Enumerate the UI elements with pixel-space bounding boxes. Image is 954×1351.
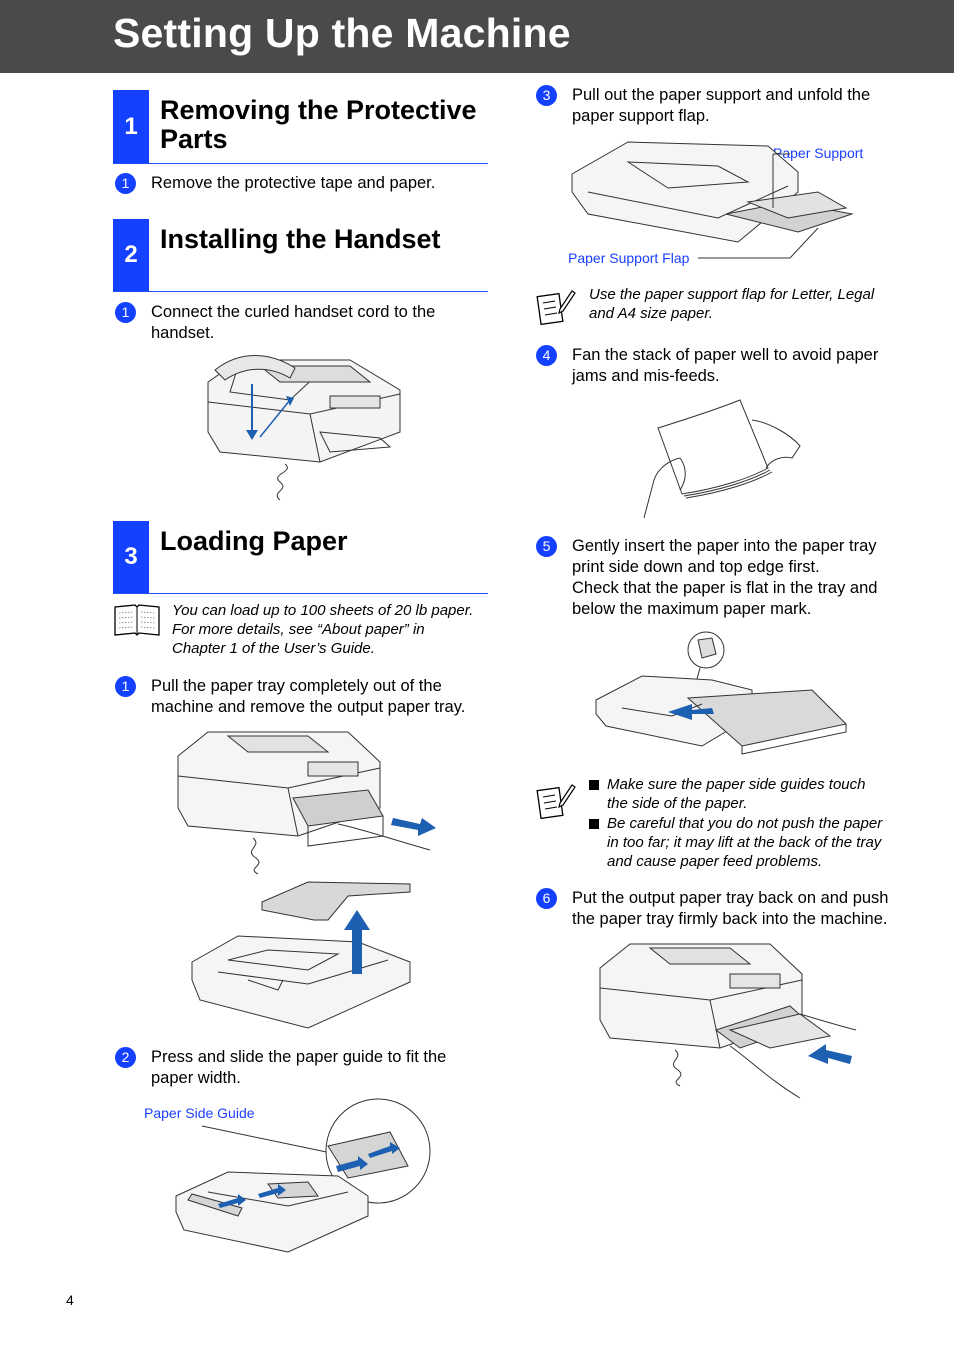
step-number-badge: 1: [115, 302, 136, 323]
memo-pencil-icon: [536, 784, 576, 820]
step-text-line: handset.: [151, 324, 215, 342]
step-text-line: paper width.: [151, 1069, 241, 1087]
handset-illustration: [200, 352, 410, 502]
step-3-2: 2 Press and slide the paper guide to fit…: [115, 1047, 505, 1091]
step-number-badge: 5: [536, 536, 557, 557]
section-number-badge: 1: [113, 90, 149, 163]
bullet-square-icon: [589, 780, 599, 790]
step-text-line: Gently insert the paper into the paper t…: [572, 537, 877, 555]
section-title-line: Parts: [160, 124, 228, 154]
step-text-line: Press and slide the paper guide to fit t…: [151, 1048, 447, 1066]
page-title: Setting Up the Machine: [113, 10, 571, 56]
step-text: Press and slide the paper guide to fit t…: [151, 1047, 446, 1089]
memo-pencil-icon: [536, 290, 576, 326]
note-text: You can load up to 100 sheets of 20 lb p…: [172, 601, 473, 658]
step-3-1: 1 Pull the paper tray completely out of …: [115, 676, 505, 720]
step-text-line: Put the output paper tray back on and pu…: [572, 889, 889, 907]
note-text-line: Be careful that you do not push the pape…: [607, 815, 883, 832]
title-bar: Setting Up the Machine: [0, 0, 954, 73]
section-title: Removing the Protective Parts: [160, 96, 484, 154]
note-text-line: and A4 size paper.: [589, 305, 713, 322]
page-number: 4: [66, 1292, 74, 1308]
push-tray-illustration: [590, 940, 860, 1100]
step-number-badge: 6: [536, 888, 557, 909]
note-text-line: in too far; it may lift at the back of t…: [607, 834, 882, 851]
step-text-line: machine and remove the output paper tray…: [151, 698, 466, 716]
step-text: Remove the protective tape and paper.: [151, 174, 436, 192]
step-number-badge: 3: [536, 85, 557, 106]
note-text: Make sure the paper side guides touch th…: [589, 775, 939, 873]
step-text-line: below the maximum paper mark.: [572, 600, 812, 618]
step-text-line: jams and mis-feeds.: [572, 367, 720, 385]
step-text-line: print side down and top edge first.: [572, 558, 820, 576]
step-text-line: Pull out the paper support and unfold th…: [572, 86, 871, 104]
step-text-line: Pull the paper tray completely out of th…: [151, 677, 442, 695]
output-tray-illustration: [188, 880, 413, 1030]
paper-support-label: Paper Support: [773, 145, 864, 161]
step-number-badge: 1: [115, 676, 136, 697]
step-text-line: Fan the stack of paper well to avoid pap…: [572, 346, 879, 364]
step-3-4: 4 Fan the stack of paper well to avoid p…: [536, 345, 926, 389]
section-title: Loading Paper: [160, 526, 348, 556]
note-text-line: Use the paper support flap for Letter, L…: [589, 286, 875, 303]
section-title-line: Removing the Protective: [160, 95, 477, 125]
step-3-3: 3 Pull out the paper support and unfold …: [536, 85, 926, 129]
guides-touch-note: Make sure the paper side guides touch th…: [536, 775, 936, 873]
step-text: Gently insert the paper into the paper t…: [572, 536, 877, 620]
section-2-header: 2 Installing the Handset: [113, 219, 488, 292]
step-text: Pull the paper tray completely out of th…: [151, 676, 465, 718]
step-text: Fan the stack of paper well to avoid pap…: [572, 345, 878, 387]
step-number-badge: 4: [536, 345, 557, 366]
insert-paper-illustration: [592, 628, 852, 756]
pull-tray-illustration: [168, 728, 436, 876]
step-text-line: the paper tray firmly back into the mach…: [572, 910, 888, 928]
fan-paper-illustration: [640, 398, 805, 520]
paper-side-guide-illustration: [168, 1096, 433, 1256]
flap-note: Use the paper support flap for Letter, L…: [536, 285, 916, 329]
note-bullet-text: Be careful that you do not push the pape…: [607, 814, 882, 871]
paper-support-flap-label: Paper Support Flap: [568, 250, 690, 266]
step-3-6: 6 Put the output paper tray back on and …: [536, 888, 946, 932]
step-text: Put the output paper tray back on and pu…: [572, 888, 888, 930]
note-text-line: For more details, see “About paper” in: [172, 621, 425, 638]
note-text-line: and cause paper feed problems.: [607, 853, 823, 870]
step-number-badge: 1: [115, 173, 136, 194]
section-number-badge: 2: [113, 219, 149, 291]
step-text-line: Connect the curled handset cord to the: [151, 303, 436, 321]
bullet-square-icon: [589, 819, 599, 829]
step-2-1: 1 Connect the curled handset cord to the…: [115, 302, 495, 346]
step-text: Pull out the paper support and unfold th…: [572, 85, 870, 127]
step-text: Connect the curled handset cord to the h…: [151, 302, 435, 344]
note-bullet-text: Make sure the paper side guides touch th…: [607, 775, 866, 813]
book-icon: [114, 604, 160, 636]
paper-support-illustration: [568, 132, 858, 262]
section-title: Installing the Handset: [160, 224, 441, 254]
step-text-line: paper support flap.: [572, 107, 710, 125]
note-text: Use the paper support flap for Letter, L…: [589, 285, 874, 323]
note-text-line: Make sure the paper side guides touch: [607, 776, 866, 793]
note-text-line: Chapter 1 of the User’s Guide.: [172, 640, 375, 657]
step-1-1: 1 Remove the protective tape and paper.: [115, 173, 495, 195]
section-number-badge: 3: [113, 521, 149, 593]
guide-note: You can load up to 100 sheets of 20 lb p…: [113, 601, 493, 663]
step-number-badge: 2: [115, 1047, 136, 1068]
step-3-5: 5 Gently insert the paper into the paper…: [536, 536, 926, 622]
section-1-header: 1 Removing the Protective Parts: [113, 90, 488, 164]
paper-side-guide-label: Paper Side Guide: [144, 1105, 255, 1121]
note-text-line: You can load up to 100 sheets of 20 lb p…: [172, 602, 474, 619]
step-text-line: Check that the paper is flat in the tray…: [572, 579, 878, 597]
section-3-header: 3 Loading Paper: [113, 521, 488, 594]
note-text-line: the side of the paper.: [607, 795, 748, 812]
